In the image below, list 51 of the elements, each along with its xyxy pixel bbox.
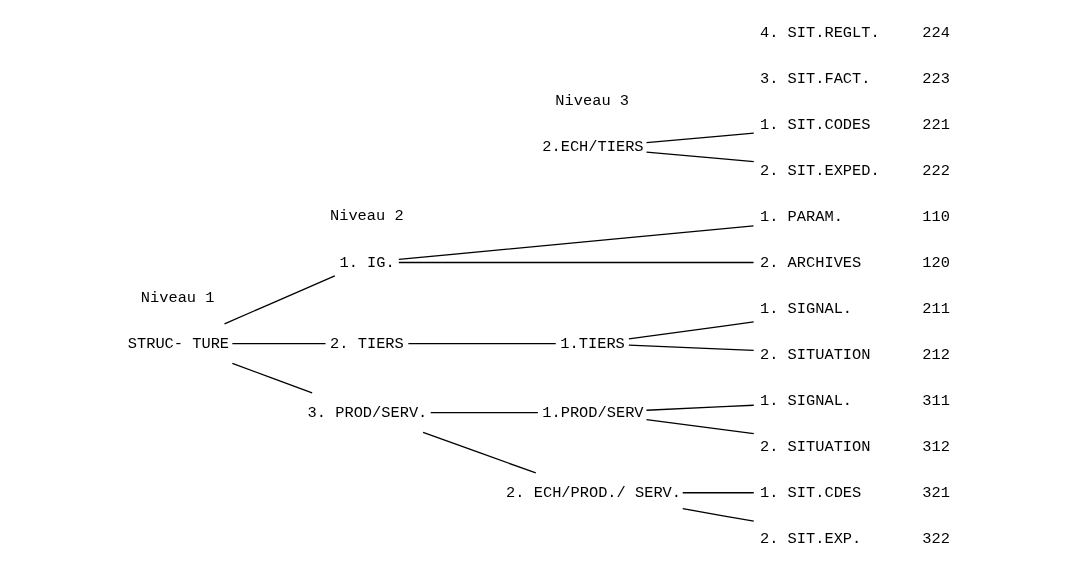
connector [645, 419, 754, 435]
connector [397, 225, 754, 261]
node-label: 120 [921, 254, 950, 273]
node-text: STRUC- TURE [127, 334, 229, 353]
connector [231, 342, 326, 345]
connector [681, 507, 754, 522]
node-text: 1. SIGNAL. [759, 392, 852, 411]
connector [645, 132, 754, 144]
node-label: 312 [921, 438, 950, 457]
connector [627, 344, 754, 352]
node-label: 211 [921, 300, 950, 319]
label: Niveau 3 [554, 92, 629, 111]
node-text: 1.PROD/SERV [541, 403, 644, 422]
node-label: 223 [921, 69, 950, 88]
connector [645, 404, 754, 411]
node-text: 2. SITUATION [759, 346, 870, 365]
node-text: 2. TIERS [329, 334, 404, 353]
node-text: 2. ECH/PROD./ SERV. [505, 483, 681, 502]
node-text: 2.ECH/TIERS [541, 138, 644, 157]
connector [645, 151, 754, 163]
node-text: 2. SIT.EXPED. [759, 161, 880, 180]
connector [429, 412, 538, 414]
node-text: 3. SIT.FACT. [759, 69, 870, 88]
node-text: 1. SIGNAL. [759, 300, 852, 319]
connector [231, 362, 313, 394]
node-label: 224 [921, 23, 950, 42]
node-text: 1. IG. [338, 253, 395, 272]
connector [407, 342, 556, 345]
node-text: 3. PROD/SERV. [307, 403, 427, 422]
node-text: 1. SIT.CODES [759, 115, 870, 134]
node-text: 2. SIT.EXP. [759, 530, 861, 549]
node-label: 311 [921, 392, 950, 411]
node-label: 212 [921, 346, 950, 365]
label: Niveau 2 [329, 207, 404, 226]
node-text: 1. PARAM. [759, 208, 843, 227]
node-label: 322 [921, 530, 950, 549]
node-text: 2. SITUATION [759, 438, 870, 457]
node-text: 4. SIT.REGLT. [759, 23, 880, 42]
label: Niveau 1 [140, 288, 214, 307]
connector [681, 492, 754, 494]
node-text: 2. ARCHIVES [759, 254, 861, 273]
connector [223, 275, 335, 325]
node-label: 221 [921, 115, 950, 134]
node-label: 110 [921, 208, 950, 227]
node-text: 1.TIERS [559, 334, 625, 353]
node-label: 321 [921, 484, 950, 503]
connector [627, 321, 754, 340]
connector [421, 431, 536, 474]
node-text: 1. SIT.CDES [759, 484, 861, 503]
node-label: 222 [921, 161, 950, 180]
connector [397, 261, 754, 264]
